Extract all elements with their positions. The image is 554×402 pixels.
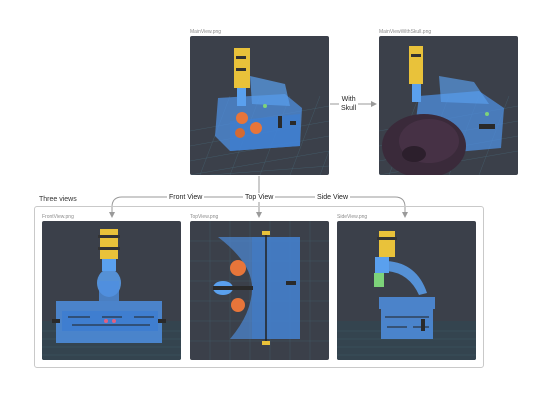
with-skull-label-line2: Skull bbox=[341, 105, 357, 112]
with-skull-label-line1: With bbox=[341, 96, 356, 103]
side-view-filename: SideView.png bbox=[337, 214, 368, 220]
main-view-filename: MainView.png bbox=[190, 29, 222, 35]
front-view-image[interactable] bbox=[42, 221, 181, 360]
three-views-title: Three views bbox=[37, 196, 79, 203]
with-skull-label: With Skull bbox=[339, 95, 359, 113]
side-view-image[interactable] bbox=[337, 221, 476, 360]
skull-view-filename: MainViewWithSkull.png bbox=[379, 29, 432, 35]
top-view-filename: TopView.png bbox=[190, 214, 219, 220]
top-view-label: Top View bbox=[243, 193, 276, 202]
main-view-image[interactable] bbox=[190, 36, 329, 175]
three-views-group bbox=[34, 206, 484, 368]
front-view-filename: FrontView.png bbox=[42, 214, 74, 220]
front-view-label: Front View bbox=[167, 193, 205, 202]
side-view-label: Side View bbox=[315, 193, 351, 202]
skull-view-image[interactable] bbox=[379, 36, 518, 175]
top-view-image[interactable] bbox=[190, 221, 329, 360]
